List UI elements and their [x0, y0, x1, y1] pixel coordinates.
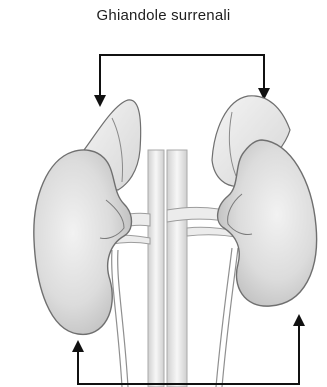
top-bracket-arrows [100, 55, 264, 97]
central-vessels [148, 150, 187, 387]
arrow-head-bottom-left [72, 340, 84, 352]
bottom-bracket-arrows [78, 325, 299, 384]
arrow-head-top-left [94, 95, 106, 107]
arrow-head-bottom-right [293, 314, 305, 326]
